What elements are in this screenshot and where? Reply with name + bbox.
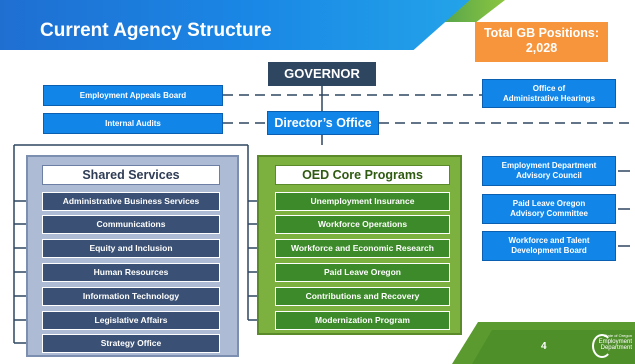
oah-line2: Administrative Hearings [502, 93, 596, 103]
oah-line1: Office of [532, 83, 566, 93]
advisory-line2: Advisory Committee [510, 209, 588, 218]
advisory-dashes [618, 170, 630, 247]
directors-office-box: Director’s Office [267, 111, 379, 135]
advisory-line2: Development Board [511, 246, 587, 255]
total-positions-label: Total GB Positions: [483, 26, 600, 40]
logo-line2: Employment [598, 339, 632, 345]
logo-ring-icon [592, 334, 612, 358]
advisory-line1: Paid Leave Oregon [512, 199, 586, 208]
logo-line1: State of Oregon [603, 333, 632, 338]
core-programs-heading: OED Core Programs [275, 165, 450, 185]
employment-department-logo: State of Oregon Employment Department [590, 333, 632, 358]
shared-item: Legislative Affairs [42, 311, 220, 330]
advisory-line2: Advisory Council [516, 171, 582, 180]
advisory-line1: Workforce and Talent [508, 236, 590, 245]
page-number: 4 [541, 341, 547, 352]
employment-appeals-board-box: Employment Appeals Board [43, 85, 223, 106]
paid-leave-oregon-advisory-committee-box: Paid Leave Oregon Advisory Committee [482, 194, 616, 224]
shared-item: Communications [42, 215, 220, 234]
core-item: Paid Leave Oregon [275, 263, 450, 282]
shared-item: Equity and Inclusion [42, 239, 220, 258]
shared-item: Administrative Business Services [42, 192, 220, 211]
core-item: Workforce Operations [275, 215, 450, 234]
shared-item: Human Resources [42, 263, 220, 282]
shared-services-heading: Shared Services [42, 165, 220, 185]
governor-box: GOVERNOR [268, 62, 376, 86]
office-administrative-hearings-box: Office of Administrative Hearings [482, 79, 616, 108]
advisory-line1: Employment Department [501, 161, 597, 170]
page-title: Current Agency Structure [40, 20, 272, 41]
shared-item: Strategy Office [42, 334, 220, 353]
title-banner [0, 0, 470, 50]
employment-department-advisory-council-box: Employment Department Advisory Council [482, 156, 616, 186]
total-positions-value: 2,028 [525, 41, 558, 55]
logo-line3: Department [600, 345, 632, 351]
shared-item: Information Technology [42, 287, 220, 306]
core-item: Modernization Program [275, 311, 450, 330]
core-item: Contributions and Recovery [275, 287, 450, 306]
internal-audits-box: Internal Audits [43, 113, 223, 134]
workforce-talent-development-board-box: Workforce and Talent Development Board [482, 231, 616, 261]
total-positions-box: Total GB Positions: 2,028 [475, 22, 608, 62]
core-item: Workforce and Economic Research [275, 239, 450, 258]
core-item: Unemployment Insurance [275, 192, 450, 211]
